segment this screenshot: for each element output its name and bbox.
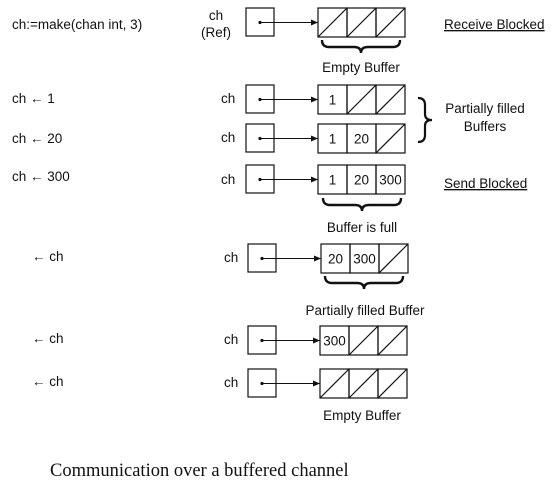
- channel-ref-box: [247, 243, 321, 273]
- step-receive-1: ← ch ch 20 300 Partially filled Buffer: [32, 243, 425, 318]
- buffer-full-label: Buffer is full: [327, 220, 397, 235]
- channel-ref-box: [247, 325, 320, 355]
- partial-buffer-brace: [323, 275, 405, 290]
- empty-slot-slash: [348, 368, 379, 399]
- buffer-value: 300: [379, 173, 402, 188]
- empty-buffer-label: Empty Buffer: [323, 408, 401, 423]
- empty-slot-slash: [375, 84, 406, 115]
- buffer-cell: [377, 325, 408, 356]
- statement-text: ← ch: [32, 374, 64, 389]
- buffer-cell: 300: [349, 243, 380, 274]
- channel-label: ch: [224, 332, 238, 347]
- channel-ref-box: [245, 123, 318, 153]
- figure-caption: Communication over a buffered channel: [50, 461, 349, 481]
- buffer-cell: 20: [320, 243, 351, 274]
- statement-text: ← ch: [32, 249, 64, 264]
- empty-slot-slash: [346, 84, 377, 115]
- buffer-cell: 300: [375, 164, 406, 195]
- buffer-cell: 20: [346, 123, 377, 154]
- channel-ref-box: [247, 368, 320, 398]
- empty-slot-slash: [346, 7, 377, 38]
- buffer-value: 300: [323, 334, 346, 349]
- buffer-value: 1: [329, 173, 337, 188]
- buffer-cell: [346, 84, 377, 115]
- channel-label: ch: [221, 91, 235, 106]
- channel-buffer: 20 300: [320, 243, 409, 274]
- channel-label: ch: [224, 375, 238, 390]
- statement-text: ch ← 20: [12, 131, 62, 146]
- step-send-300: ch ← 300 ch 1 20 300 Send Blocked Buffer i…: [12, 164, 527, 235]
- step-make: ch:=make(chan int, 3) ch (Ref) Receive B…: [12, 7, 545, 75]
- buffer-cell: 300: [319, 325, 350, 356]
- empty-buffer-brace: [320, 39, 402, 54]
- channel-label: ch: [221, 130, 235, 145]
- send-blocked-note: Send Blocked: [444, 176, 527, 191]
- buffer-value: 300: [353, 252, 376, 267]
- channel-label: ch: [221, 172, 235, 187]
- group-label-line-2: Buffers: [464, 119, 507, 134]
- channel-buffer: 300: [319, 325, 408, 356]
- empty-buffer-label: Empty Buffer: [322, 60, 400, 75]
- buffer-value: 20: [328, 252, 343, 267]
- empty-slot-slash: [378, 243, 409, 274]
- buffer-cell: [375, 123, 406, 154]
- statement-text: ch:=make(chan int, 3): [12, 17, 142, 32]
- buffer-value: 20: [354, 173, 369, 188]
- buffer-cell: [375, 7, 406, 38]
- buffer-cell: 20: [346, 164, 377, 195]
- buffer-value: 1: [329, 132, 337, 147]
- channel-buffer: [319, 368, 408, 399]
- empty-slot-slash: [348, 325, 379, 356]
- statement-text: ← ch: [32, 331, 64, 346]
- buffer-cell: [377, 368, 408, 399]
- buffer-cell: [346, 7, 377, 38]
- step-receive-3: ← ch ch Empty Buffer: [32, 368, 408, 423]
- buffer-full-brace: [321, 197, 403, 212]
- buffer-cell: [348, 368, 379, 399]
- group-label-line-1: Partially filled: [445, 101, 525, 116]
- step-receive-2: ← ch ch 300: [32, 325, 408, 356]
- step-send-20: ch ← 20 ch 1 20: [12, 123, 406, 154]
- channel-ref-box: [245, 84, 318, 114]
- buffer-cell: 1: [317, 123, 348, 154]
- buffer-value: 20: [354, 132, 369, 147]
- buffer-cell: [378, 243, 409, 274]
- channel-buffer: 1 20 300: [317, 164, 406, 195]
- buffer-cell: 1: [317, 84, 348, 115]
- channel-ref-box: [245, 164, 318, 194]
- buffer-cell: [348, 325, 379, 356]
- channel-buffer: [317, 7, 406, 38]
- buffer-value: 1: [329, 93, 337, 108]
- empty-slot-slash: [377, 325, 408, 356]
- channel-ref-box: [245, 7, 318, 37]
- receive-blocked-note: Receive Blocked: [444, 17, 545, 32]
- channel-buffer: 1 20: [317, 123, 406, 154]
- buffer-cell: [319, 368, 350, 399]
- statement-text: ch ← 300: [12, 169, 70, 184]
- empty-slot-slash: [375, 7, 406, 38]
- empty-slot-slash: [375, 123, 406, 154]
- empty-slot-slash: [317, 7, 348, 38]
- channel-buffer: 1: [317, 84, 406, 115]
- buffer-cell: [375, 84, 406, 115]
- empty-slot-slash: [319, 368, 350, 399]
- channel-ref-label: (Ref): [201, 25, 231, 40]
- empty-slot-slash: [377, 368, 408, 399]
- group-brace: [417, 96, 433, 144]
- channel-label: ch: [224, 250, 238, 265]
- buffer-cell: 1: [317, 164, 348, 195]
- partial-buffer-label: Partially filled Buffer: [305, 303, 425, 318]
- partially-filled-group: Partially filled Buffers: [417, 96, 525, 144]
- buffer-cell: [317, 7, 348, 38]
- channel-label: ch: [209, 8, 223, 23]
- step-send-1: ch ← 1 ch 1: [12, 84, 406, 115]
- statement-text: ch ← 1: [12, 91, 55, 106]
